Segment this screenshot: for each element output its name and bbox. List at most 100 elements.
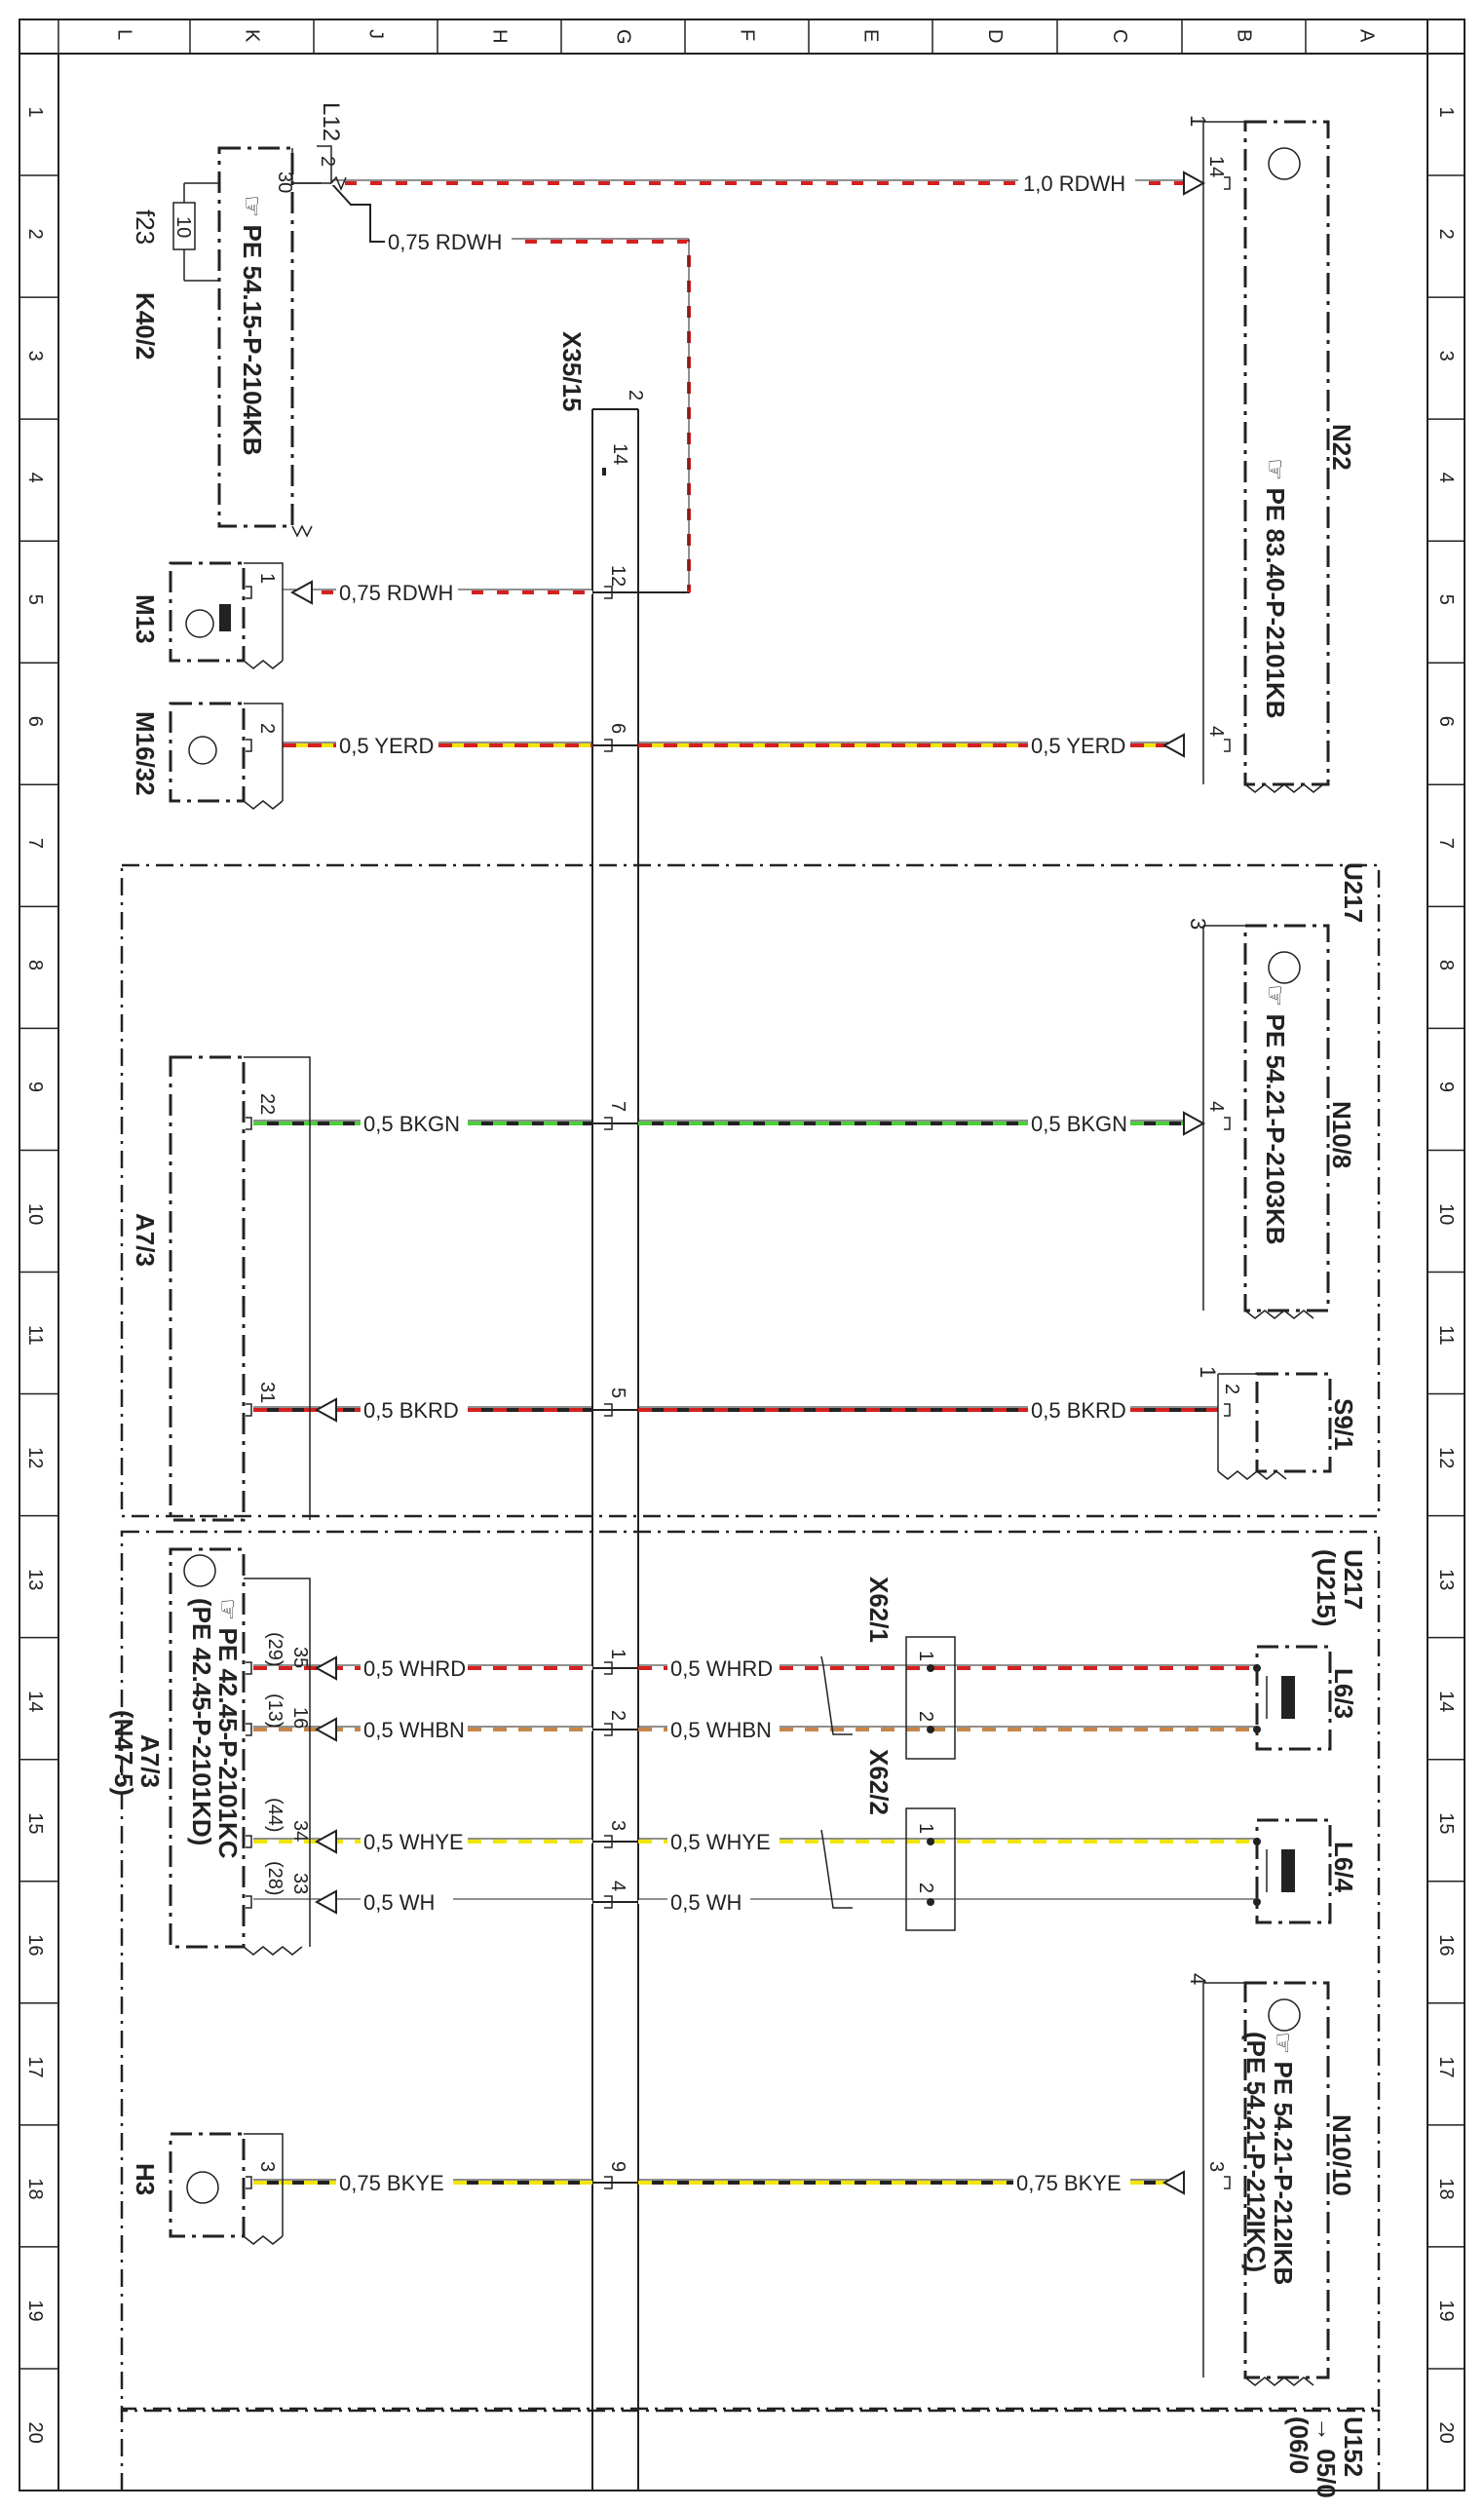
l12-label: L12 [318,102,344,141]
n10-10-ref1: ☞ PE 54.21-P-212IKB [1269,2032,1298,2285]
n22-corner: 1 [1186,115,1210,127]
x35-pin-top: 2 [625,390,646,400]
a7-pin-33: 33 [289,1873,311,1894]
column-letter: B [1234,29,1255,42]
u152-ref2: (06/0 [1284,2416,1313,2474]
pin-mark [246,1403,252,1417]
x62-2-connector: X62/2 1 2 [820,1749,956,1931]
u152-area [120,2409,1381,2491]
row-number: 15 [24,1812,46,1834]
a7-pin-22: 22 [256,1093,278,1115]
pin-mark [604,1723,613,1736]
pin-dot [927,1898,934,1906]
pin-dot [927,1726,934,1733]
row-number: 5 [24,594,46,605]
column-letter: H [489,29,511,43]
x62-1-connector: X62/1 1 2 [820,1577,956,1760]
wire-w2 [330,182,690,593]
row-number: 11 [24,1325,46,1346]
l6-4-label: L6/4 [1329,1842,1358,1893]
k40-pin-2: 2 [317,156,338,167]
a7-pin-13: (13) [264,1693,285,1729]
a7-pin-35: 35 [289,1647,311,1668]
row-number: 19 [1435,2300,1457,2321]
arrow-icon [314,1829,337,1854]
pin-mark [246,2176,252,2189]
pin-dot [1253,1898,1261,1906]
x35-pin-9: 9 [607,2161,628,2172]
wire-label-w9a: 0,5 WHYE [363,1830,464,1854]
pin-mark [604,1117,613,1130]
row-number: 5 [1435,594,1457,605]
pin-mark [246,1835,252,1848]
row-number: 7 [1435,838,1457,849]
hand-icon: ☞ [1261,984,1290,1014]
pin-mark [604,1403,613,1417]
column-letter: J [365,29,387,39]
lamp-icon [186,2171,219,2204]
x62-2-pin1: 1 [915,1823,936,1834]
u152-label: U152 [1339,2416,1368,2477]
x62-2-label: X62/2 [864,1749,894,1815]
row-number: 9 [1435,1082,1457,1092]
a7-pin-31: 31 [256,1382,278,1403]
a7-3-ref1: ☞ PE 42.45-P-2101KC [213,1598,243,1859]
m13-label: M13 [131,594,160,644]
pin-mark [246,1661,252,1675]
coil-icon [1281,1676,1295,1719]
l6-4-sensor: L6/4 [1255,1818,1358,1924]
wire-label-w9b: 0,5 WHYE [670,1830,771,1854]
n22-transistor-icon [1268,147,1301,180]
u217-area [120,863,1381,1518]
h3-lamp: 3 H3 [131,2132,284,2245]
a7-3-bottom: ☞ PE 42.45-P-2101KC (PE 42.45-P-2101KD) … [109,1547,311,1956]
a7-3-top-label: A7/3 [131,1213,160,1267]
n22-module: 1 14 4 N22 ☞ PE 83.40-P-2101KB [1186,115,1356,793]
wires [253,182,1257,2184]
row-number: 10 [1435,1203,1457,1225]
wire-label-w7a: 0,5 WHRD [363,1656,466,1681]
row-number: 7 [24,838,46,849]
hand-icon: ☞ [1261,458,1290,488]
n10-8-label: N10/8 [1327,1101,1356,1168]
row-number: 14 [24,1691,46,1712]
n10-8-module: 3 4 N10/8 ☞ PE 54.21-P-2103KB [1186,918,1356,1319]
n22-pin-14: 14 [1205,156,1227,177]
pin-mark [604,2176,613,2189]
a7-3-transistor-icon [183,1554,216,1587]
m16-32-motor: 2 M16/32 [131,702,284,810]
m13-motor: 1 M13 [131,561,284,669]
pin-mark [246,1117,252,1130]
n10-10-module: 4 3 N10/10 ☞ PE 54.21-P-212IKB (PE 54.21… [1186,1973,1356,2386]
x62-1-pin1: 1 [915,1651,936,1661]
wire-label-w4a: 0,5 YERD [339,734,434,758]
wire-label-w5a: 0,5 BKGN [363,1112,460,1136]
s9-1-corner: 1 [1196,1366,1220,1378]
pin-mark [1224,1117,1231,1130]
row-number: 18 [24,2178,46,2199]
row-number: 16 [24,1934,46,1956]
row-number: 1 [24,107,46,118]
wire-label-w6b: 0,5 BKRD [1031,1398,1126,1423]
pin-mark [246,1895,252,1909]
row-number: 12 [24,1447,46,1468]
row-number: 13 [24,1569,46,1590]
wire-label-w4b: 0,5 YERD [1031,734,1125,758]
n22-pin-4: 4 [1205,726,1227,737]
n10-8-corner: 3 [1186,918,1210,930]
hand-icon: ☞ [213,1598,243,1628]
a7-3-bottom-sub: (N47-5) [109,1710,138,1796]
wire-label-w2: 0,75 RDWH [388,230,502,254]
h3-label: H3 [131,2163,160,2195]
pin-mark [604,1835,613,1848]
row-number: 19 [24,2300,46,2321]
wire-label-w3: 0,75 RDWH [339,581,453,605]
a7-pin-16: 16 [289,1707,311,1729]
a7-pin-34: 34 [289,1820,311,1842]
x62-2-pin2: 2 [915,1882,936,1893]
row-number: 20 [1435,2421,1457,2443]
pin-mark [604,1661,613,1675]
row-number: 18 [1435,2178,1457,2199]
